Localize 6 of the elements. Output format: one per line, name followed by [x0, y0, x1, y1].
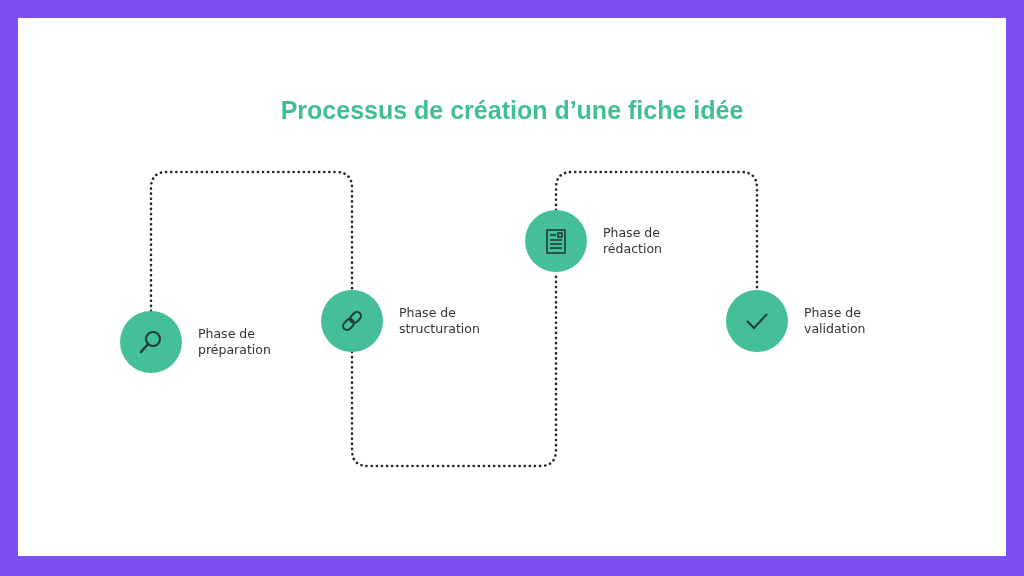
dotted-connector [149, 170, 354, 313]
phase-label: Phase de rédaction [603, 225, 663, 257]
phase-label: Phase de validation [804, 305, 867, 337]
phase-label: Phase de structuration [399, 305, 481, 337]
phase-label: Phase de préparation [198, 326, 272, 358]
title: Processus de création d’une fiche idée [279, 96, 745, 125]
